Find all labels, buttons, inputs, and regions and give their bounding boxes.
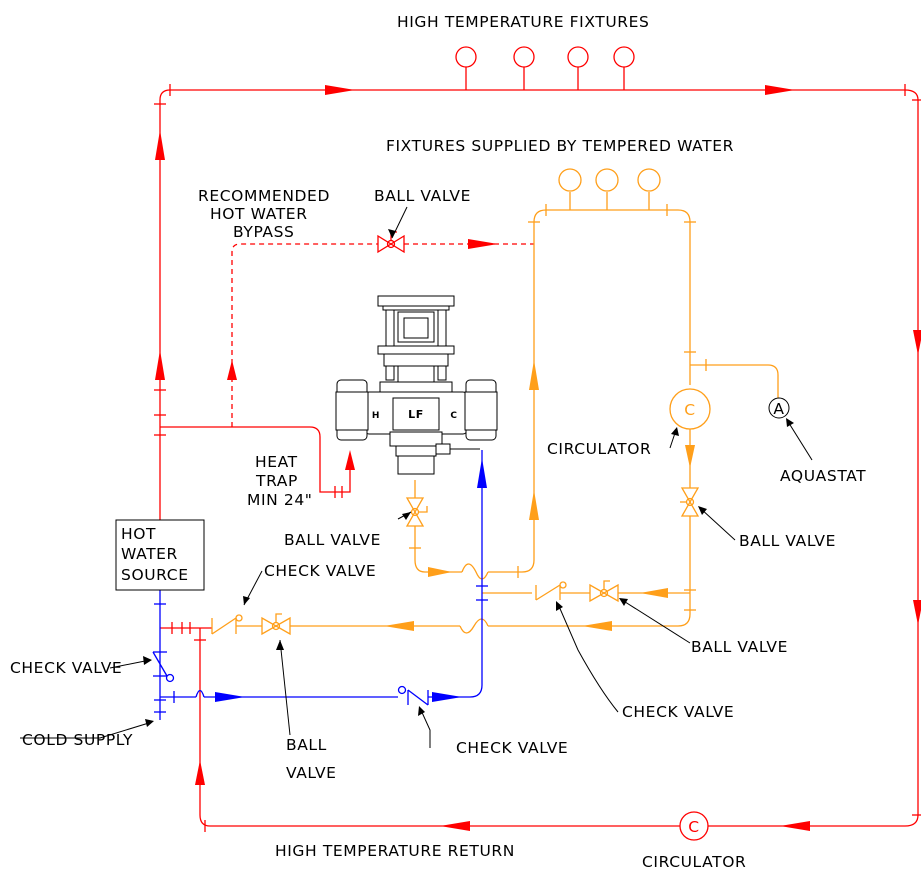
flow-arrow xyxy=(780,821,810,831)
bypass-label-line1: RECOMMENDED xyxy=(198,187,330,205)
tempered-loop: A C xyxy=(211,168,790,636)
high-temperature-loop: C xyxy=(154,46,921,841)
mixing-outlet-ball-valve xyxy=(405,497,428,527)
flow-arrow xyxy=(685,445,695,468)
recirc-ball-valve xyxy=(589,580,619,603)
flow-arrow xyxy=(913,600,921,625)
flow-arrow xyxy=(477,458,487,488)
tempered-fixture xyxy=(637,168,661,192)
flow-arrow xyxy=(529,490,539,520)
recirc-check-valve-label: CHECK VALVE xyxy=(622,703,734,721)
heat-trap-label-line1: HEAT xyxy=(255,453,298,471)
high-temp-fixture xyxy=(455,46,477,68)
valve-lf-label: LF xyxy=(408,408,424,421)
heat-trap-label-line3: MIN 24" xyxy=(247,491,313,509)
flow-arrow xyxy=(913,330,921,355)
return-circulator-label: CIRCULATOR xyxy=(642,853,746,871)
flow-arrow xyxy=(227,360,237,380)
cold-supply-check-valve xyxy=(152,651,175,683)
leader-lines xyxy=(20,206,813,748)
hot-water-source-line2: WATER xyxy=(121,545,178,563)
flow-arrow xyxy=(765,85,795,95)
mixing-outlet-ball-valve-label: BALL VALVE xyxy=(284,531,381,549)
tempered-check-valve-left-label: CHECK VALVE xyxy=(264,562,376,580)
tempered-return-ball-valve xyxy=(680,487,700,517)
cold-check-valve-label: CHECK VALVE xyxy=(456,739,568,757)
recirc-ball-valve-label: BALL VALVE xyxy=(691,638,788,656)
bypass-label-line2: HOT WATER xyxy=(210,205,308,223)
flow-arrow xyxy=(345,450,355,470)
labels: HIGH TEMPERATURE FIXTURES FIXTURES SUPPL… xyxy=(10,13,866,871)
flow-arrow xyxy=(440,821,470,831)
flow-arrow xyxy=(468,239,498,249)
tempered-return-ball-valve-label: BALL VALVE xyxy=(739,532,836,550)
hot-water-source-line3: SOURCE xyxy=(121,566,189,584)
tempered-circulator-label: CIRCULATOR xyxy=(547,440,651,458)
high-temp-fixture xyxy=(513,46,535,68)
flow-arrow xyxy=(432,692,462,702)
high-temperature-return-label: HIGH TEMPERATURE RETURN xyxy=(275,842,515,860)
flow-arrow xyxy=(428,567,452,577)
hot-water-source-box xyxy=(115,519,205,591)
cold-water-line xyxy=(152,450,488,720)
high-temp-fixture xyxy=(567,46,589,68)
bypass-ball-valve-label: BALL VALVE xyxy=(374,187,471,205)
heat-trap-label-line2: TRAP xyxy=(255,472,298,490)
tempered-fixture xyxy=(558,168,582,192)
aquastat-sensor xyxy=(768,397,790,419)
high-temp-fixture xyxy=(613,46,635,68)
flow-arrow xyxy=(155,350,165,380)
valve-cold-port-label: C xyxy=(450,411,457,421)
recirc-check-valve xyxy=(535,581,567,601)
mixing-valve: H LF C xyxy=(335,295,498,475)
tempered-fixture xyxy=(595,168,619,192)
tempered-check-valve-left xyxy=(211,614,243,635)
flow-arrow xyxy=(195,760,205,785)
aquastat-label: AQUASTAT xyxy=(780,467,866,485)
flow-arrow xyxy=(155,130,165,160)
cold-supply-label: COLD SUPPLY xyxy=(22,731,133,749)
bypass-label-line3: BYPASS xyxy=(233,223,295,241)
fixtures-tempered-label: FIXTURES SUPPLIED BY TEMPERED WATER xyxy=(386,137,734,155)
tempered-ball-valve-left-label-line1: BALL xyxy=(286,736,327,754)
hot-water-source-line1: HOT xyxy=(121,525,156,543)
tempered-ball-valve-left-label-line2: VALVE xyxy=(286,764,337,782)
cold-check-valve xyxy=(397,685,429,706)
return-circulator xyxy=(679,811,709,841)
cold-supply-check-valve-label: CHECK VALVE xyxy=(10,659,122,677)
flow-arrow xyxy=(529,360,539,390)
tempered-ball-valve-left xyxy=(261,613,291,636)
flow-arrow xyxy=(215,692,245,702)
high-temperature-fixtures-label: HIGH TEMPERATURE FIXTURES xyxy=(397,13,650,31)
valve-hot-port-label: H xyxy=(372,411,380,421)
flow-arrow xyxy=(325,85,355,95)
flow-arrow xyxy=(582,621,612,631)
tempered-circulator-symbol: C xyxy=(684,401,695,419)
return-circulator-symbol: C xyxy=(688,818,699,836)
aquastat-symbol: A xyxy=(773,400,784,418)
